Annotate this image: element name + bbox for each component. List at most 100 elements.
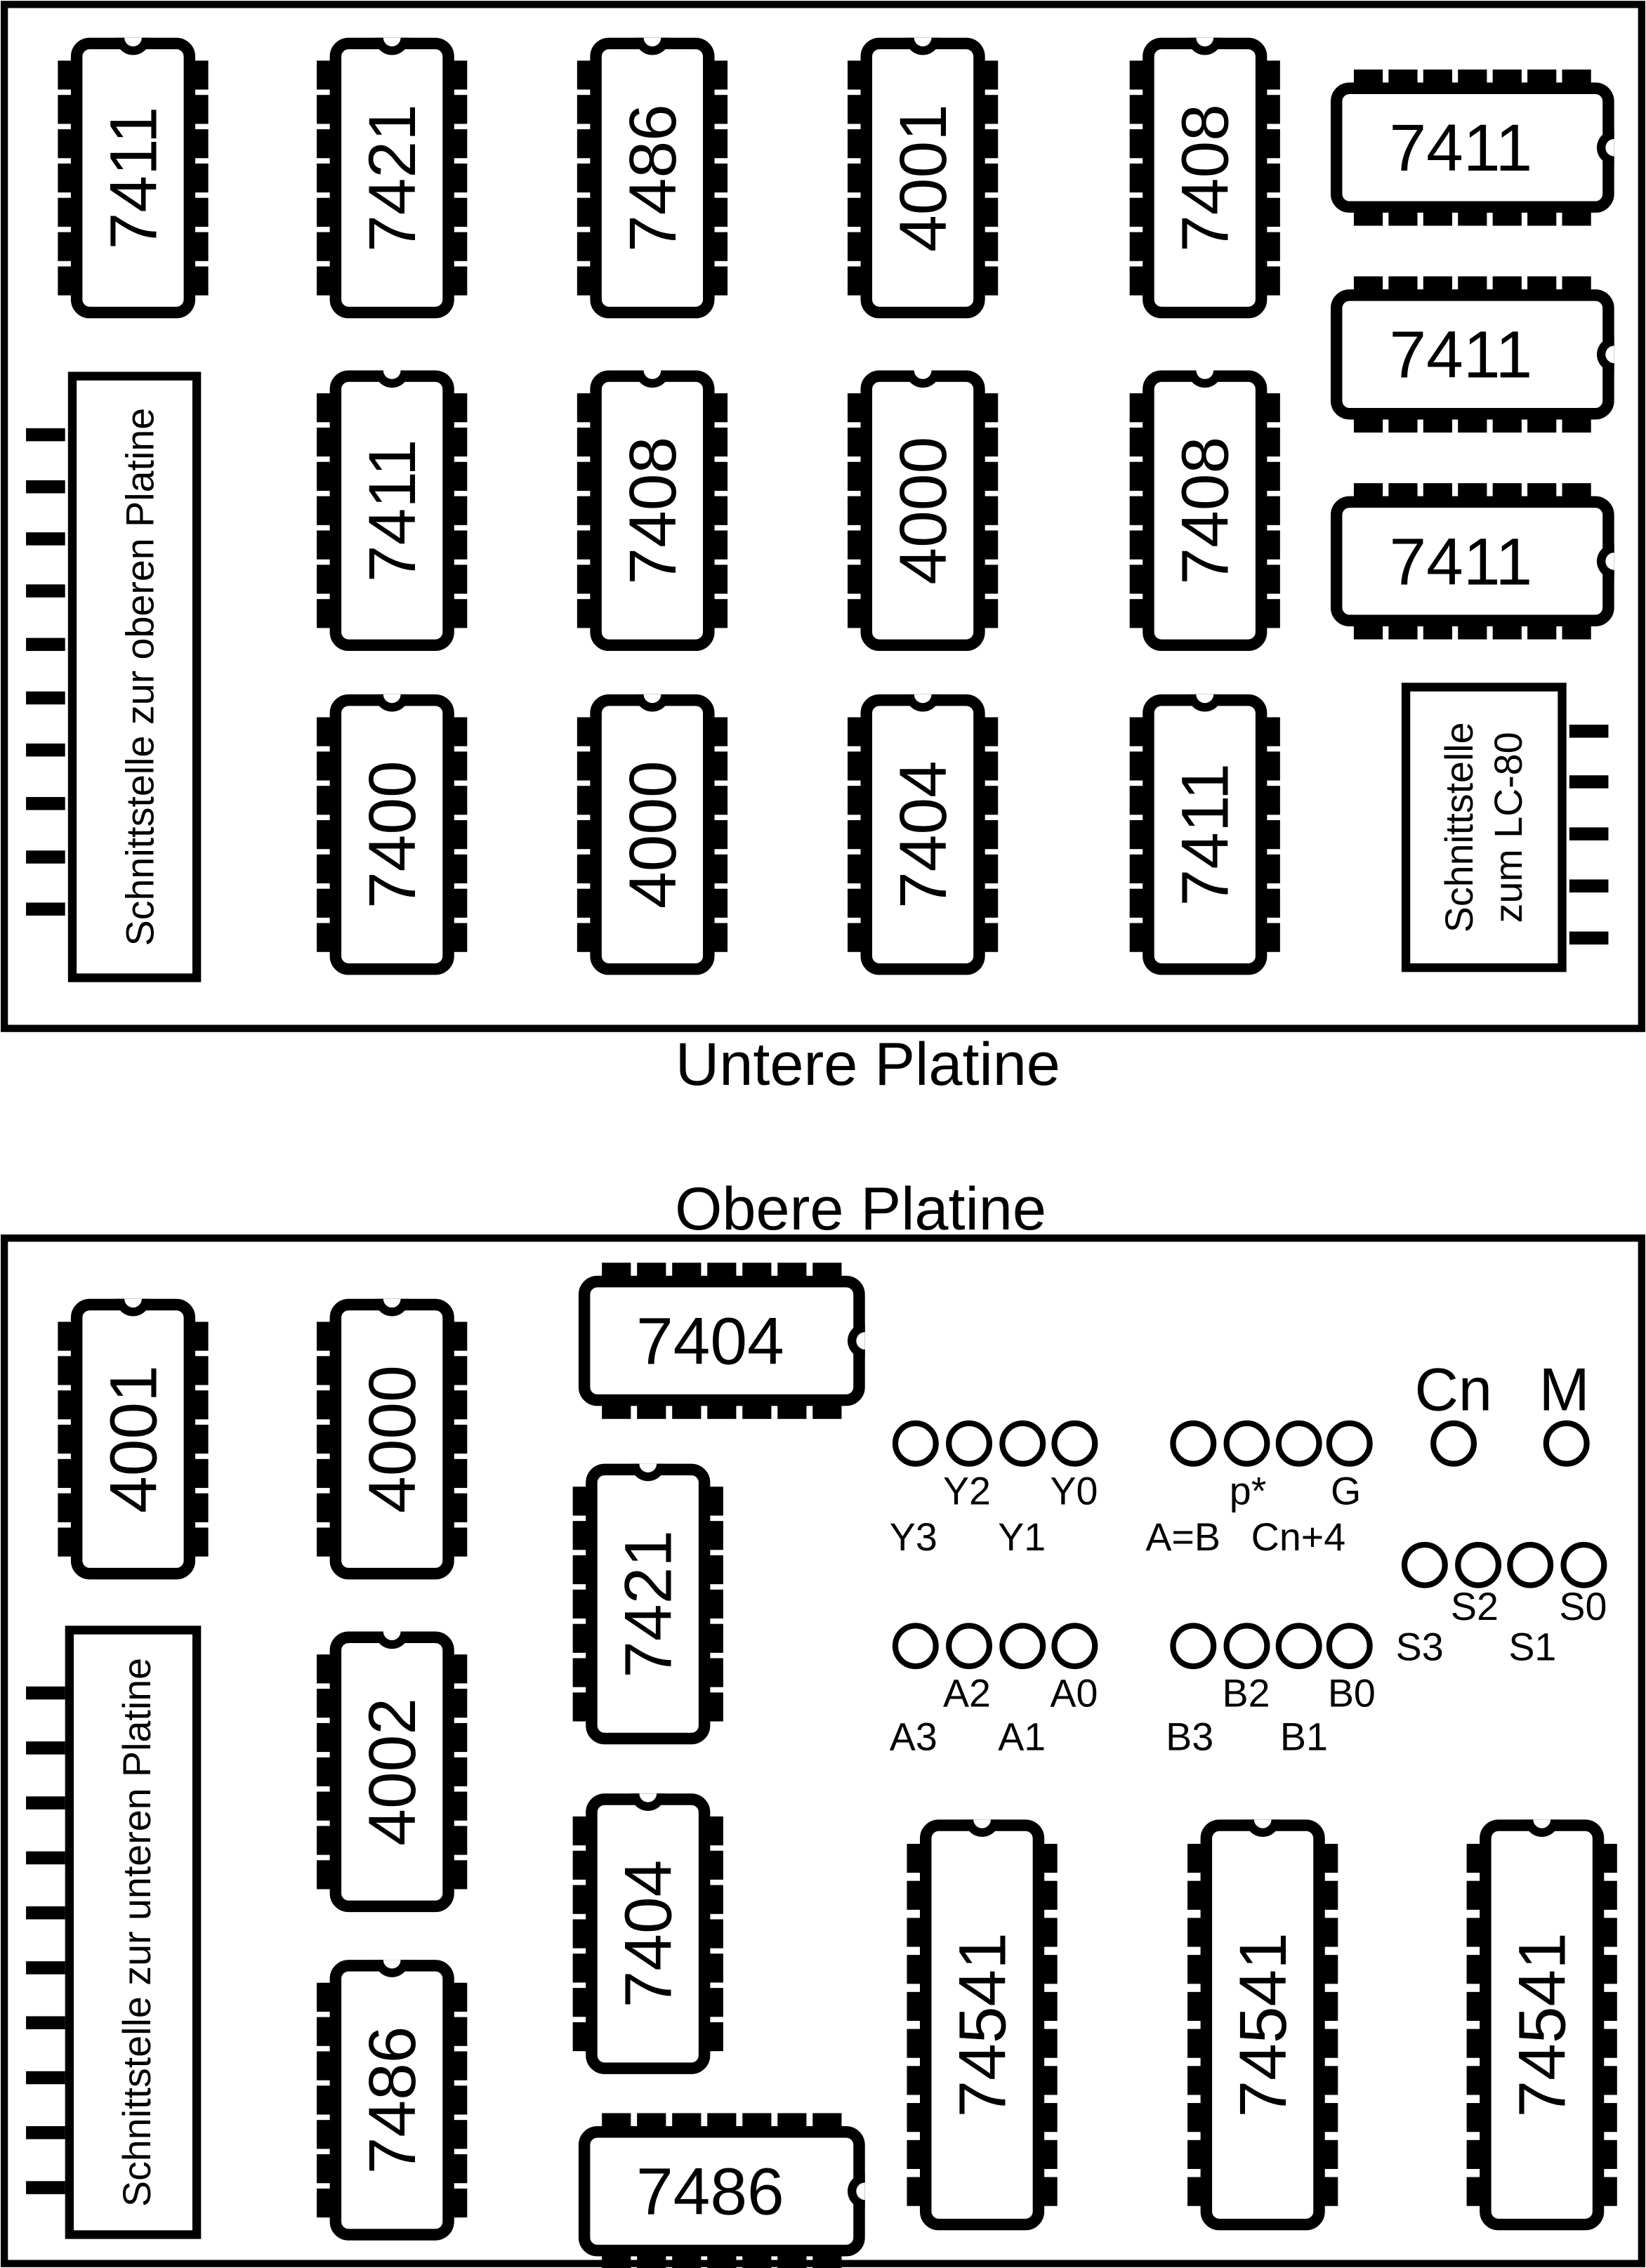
test-pad xyxy=(1275,1623,1322,1670)
connector-pin xyxy=(1569,931,1609,945)
ic-chip: 74541 xyxy=(1466,1819,1617,2231)
test-pad xyxy=(1326,1420,1373,1467)
pad-label-m: M xyxy=(1539,1356,1590,1423)
chip-label: 7486 xyxy=(636,2155,784,2229)
test-pad xyxy=(1051,1420,1098,1467)
pad-label-b0: B0 xyxy=(1328,1672,1376,1715)
test-pad xyxy=(1560,1541,1607,1588)
pad-label-b1: B1 xyxy=(1280,1715,1328,1758)
chip-label: 7404 xyxy=(636,1305,784,1379)
pad-label-s3: S3 xyxy=(1396,1626,1444,1669)
ic-chip: 7404 xyxy=(578,1262,865,1419)
interface-to-upper-board: Schnittstelle zur oberen Platine xyxy=(26,371,202,982)
ic-chip: 7411 xyxy=(58,37,209,319)
test-pad xyxy=(1430,1420,1477,1467)
test-pad xyxy=(1543,1420,1590,1467)
ic-chip: 7411 xyxy=(1330,483,1614,640)
ic-chip: 4002 xyxy=(317,1631,468,1913)
ic-chip: 7486 xyxy=(577,37,728,319)
test-pads xyxy=(892,1420,1607,1670)
test-pad xyxy=(1051,1623,1098,1670)
chip-label: 74541 xyxy=(1506,1932,1580,2117)
chip-label: 7421 xyxy=(355,104,430,252)
chip-label: 4002 xyxy=(355,1698,430,1846)
interface-label-line2: zum LC-80 xyxy=(1487,732,1530,923)
ic-chip: 7400 xyxy=(317,694,468,975)
chip-label: 7411 xyxy=(96,107,171,250)
connector-pin xyxy=(26,1741,65,1755)
test-pad xyxy=(946,1420,992,1467)
chip-label: 4001 xyxy=(96,1365,171,1513)
connector-pin xyxy=(26,2125,65,2140)
connector-pin xyxy=(26,797,65,810)
connector-pin xyxy=(26,584,65,598)
chip-label: 7408 xyxy=(1168,104,1243,252)
ic-chip: 7404 xyxy=(848,694,999,975)
pad-labels: Y3 Y2 Y1 Y0 A=B p* Cn+4 G Cn M S3 S2 S1 … xyxy=(890,1356,1607,1758)
ic-chip: 7486 xyxy=(317,1960,468,2241)
connector-pin xyxy=(26,2071,65,2085)
ic-chip: 7411 xyxy=(1129,694,1280,975)
chip-label: 7404 xyxy=(612,1860,686,2008)
connector-pin xyxy=(26,532,65,546)
ic-chip: 7404 xyxy=(572,1793,723,2074)
chip-label: 7421 xyxy=(612,1530,686,1678)
pad-label-a0: A0 xyxy=(1050,1672,1098,1715)
chip-label: 7411 xyxy=(1389,111,1532,185)
lower-board-outline xyxy=(1,1,1645,1032)
pad-label-y3: Y3 xyxy=(890,1515,937,1559)
pad-label-a3: A3 xyxy=(890,1715,937,1758)
connector-pin xyxy=(26,743,65,757)
connector-pin xyxy=(26,2181,65,2194)
test-pad xyxy=(1275,1420,1322,1467)
chip-label: 7486 xyxy=(355,2026,430,2175)
pad-label-b3: B3 xyxy=(1166,1715,1213,1758)
ic-chip: 74541 xyxy=(907,1819,1058,2231)
connector-pin xyxy=(1569,879,1609,893)
ic-chip: 7421 xyxy=(317,37,468,319)
ic-chip: 4000 xyxy=(317,1298,468,1580)
ic-chip: 7421 xyxy=(572,1463,723,1745)
connector-pins xyxy=(1569,725,1609,945)
chip-label: 4001 xyxy=(886,104,961,252)
test-pad xyxy=(892,1420,939,1467)
pad-label-s0: S0 xyxy=(1559,1585,1607,1628)
ic-chip: 7411 xyxy=(1330,70,1614,226)
chip-label: 74541 xyxy=(1226,1932,1301,2117)
interface-label: Schnittstelle zur unteren Platine xyxy=(115,1658,159,2207)
connector-pin xyxy=(26,1906,65,1920)
connector-pin xyxy=(26,902,65,916)
chip-label: 74541 xyxy=(946,1932,1020,2117)
connector-pin xyxy=(1569,775,1609,789)
connector-pins xyxy=(26,428,65,916)
test-pad xyxy=(999,1623,1046,1670)
test-pad xyxy=(1455,1541,1502,1588)
ic-chips: 7411 7421 7486 4001 7408 7411 7408 4000 7408 7400… xyxy=(58,37,1617,2268)
chip-label: 7411 xyxy=(1389,318,1532,393)
connector-pin xyxy=(26,850,65,864)
connector-pin xyxy=(26,2016,65,2029)
pad-label-y1: Y1 xyxy=(998,1515,1046,1559)
pad-label-g: G xyxy=(1331,1469,1361,1512)
chip-label: 7404 xyxy=(886,760,961,909)
chip-label: 7400 xyxy=(355,760,430,909)
pad-label-y2: Y2 xyxy=(943,1469,991,1512)
chip-label: 7408 xyxy=(1168,437,1243,585)
pad-label-p: p* xyxy=(1230,1469,1267,1512)
connector-pin xyxy=(26,1961,65,1974)
ic-chip: 7408 xyxy=(577,370,728,652)
interface-label: Schnittstelle zur oberen Platine xyxy=(118,408,162,947)
pad-label-a2: A2 xyxy=(943,1672,991,1715)
test-pad xyxy=(1401,1541,1448,1588)
connector-pin xyxy=(1569,827,1609,840)
ic-chip: 74541 xyxy=(1187,1819,1338,2231)
connector-pin xyxy=(26,1686,65,1700)
pad-label-a1: A1 xyxy=(998,1715,1046,1758)
test-pad xyxy=(1507,1541,1554,1588)
test-pad xyxy=(1326,1623,1373,1670)
pad-label-s1: S1 xyxy=(1508,1626,1556,1669)
chip-label: 4000 xyxy=(886,437,961,585)
ic-chip: 7486 xyxy=(578,2113,865,2268)
test-pad xyxy=(1170,1420,1217,1467)
